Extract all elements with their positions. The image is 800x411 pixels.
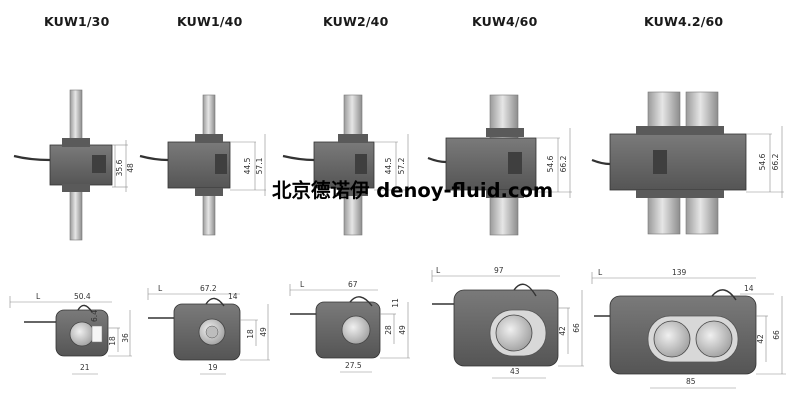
model-label-kuw4-2-60: KUW4.2/60 [644, 14, 724, 29]
front-dim-inner: 42 [558, 326, 567, 336]
front-dim-width: 50.4 [74, 292, 91, 301]
front-dim-bottom: 21 [80, 363, 90, 372]
front-dim-width: 97 [494, 266, 504, 275]
front-dim-outer: 66 [772, 330, 781, 340]
front-dim-inner: 18 [246, 329, 255, 339]
front-dim-outer: 66 [572, 323, 581, 333]
front-dim-top: 14 [228, 292, 238, 301]
front-view-kuw1-40: L 67.2 14 18 49 19 [147, 284, 270, 375]
side-dim-inner: 54.6 [758, 153, 767, 170]
side-dim-outer: 66.2 [559, 155, 568, 172]
side-dim-inner: 44.5 [384, 157, 393, 174]
side-view-kuw1-40: 44.5 57.1 [139, 94, 266, 236]
front-view-kuw1-30: L 50.4 6.4 18 36 21 [9, 292, 132, 375]
front-dim-inner: 28 [384, 325, 393, 335]
side-dim-outer: 48 [126, 163, 135, 173]
side-dim-outer: 57.2 [397, 157, 406, 174]
front-dim-outer: 49 [259, 327, 268, 337]
front-dim-inner: 18 [108, 336, 117, 346]
front-dim-L: L [300, 280, 305, 289]
front-dim-width: 139 [672, 268, 687, 277]
model-label-kuw1-30: KUW1/30 [44, 14, 110, 29]
side-dim-outer: 57.1 [255, 157, 264, 174]
front-dim-bottom: 19 [208, 363, 218, 372]
model-label-kuw2-40: KUW2/40 [323, 14, 389, 29]
front-dim-L: L [598, 268, 603, 277]
front-dim-top: 14 [744, 284, 754, 293]
side-view-kuw2-40: 44.5 57.2 [282, 94, 410, 236]
side-dim-inner: 54.6 [546, 155, 555, 172]
front-dim-outer: 36 [121, 333, 130, 343]
model-label-kuw1-40: KUW1/40 [177, 14, 243, 29]
front-dim-inner: 42 [756, 334, 765, 344]
front-dim-top: 6.4 [90, 310, 99, 322]
front-dim-bottom: 43 [510, 367, 520, 376]
side-dim-inner: 35.6 [115, 159, 124, 176]
side-view-kuw4-60: 54.6 66.2 [427, 94, 572, 236]
front-view-kuw2-40: L 67 11 28 49 27.5 [289, 280, 410, 373]
front-dim-bottom: 27.5 [345, 361, 362, 370]
front-view-kuw4-60: L 97 42 66 43 [431, 266, 584, 379]
front-dim-width: 67 [348, 280, 358, 289]
side-dim-inner: 44.5 [243, 157, 252, 174]
front-dim-outer: 49 [398, 325, 407, 335]
front-dim-top: 11 [391, 298, 400, 308]
front-dim-L: L [158, 284, 163, 293]
front-dim-width: 67.2 [200, 284, 217, 293]
side-view-kuw4-2-60: 54.6 66.2 [591, 91, 784, 235]
front-dim-L: L [436, 266, 441, 275]
watermark-text: 北京德诺伊 denoy-fluid.com [272, 179, 554, 202]
side-view-kuw1-30: 35.6 48 [13, 89, 135, 241]
front-dim-bottom: 85 [686, 377, 696, 386]
front-dim-L: L [36, 292, 41, 301]
model-label-kuw4-60: KUW4/60 [472, 14, 538, 29]
front-view-kuw4-2-60: L 139 14 42 66 85 [591, 268, 786, 389]
side-dim-outer: 66.2 [771, 153, 780, 170]
